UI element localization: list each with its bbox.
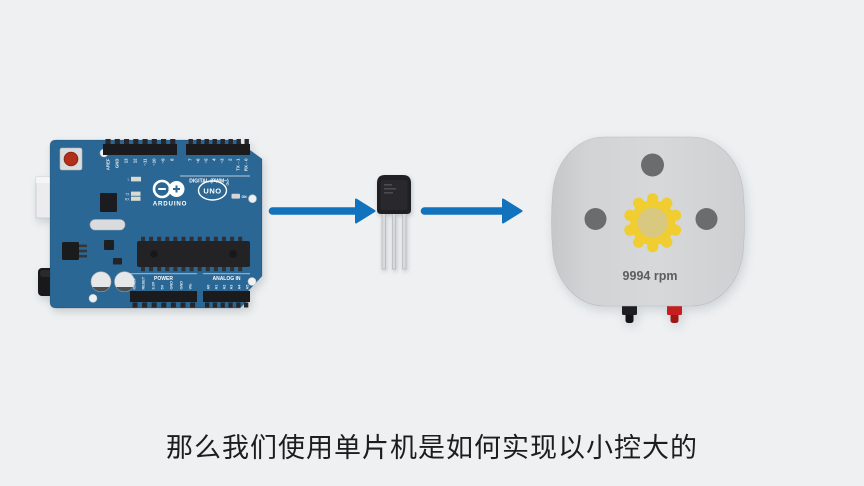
motor-screw — [584, 208, 607, 230]
motor-rpm-label: 9994 rpm — [623, 269, 678, 283]
pin-label: 3.3V — [152, 281, 156, 289]
dc-motor: 9994 rpm — [551, 136, 745, 323]
power-analog-pin-labels: IOREF RESET 3.3V 5V GND GND Vin A0 A1 A2… — [133, 276, 250, 289]
pin-label: A3 — [230, 285, 234, 290]
pin-label: GND — [170, 281, 174, 290]
rx-led-label: RX — [125, 197, 130, 201]
pin-label: ~11 — [143, 158, 148, 166]
pin-label: TX→1 — [236, 158, 241, 171]
uno-badge: UNO — [197, 180, 229, 201]
pin-label: RX←0 — [244, 158, 249, 171]
rx-led — [131, 196, 141, 201]
on-label: ON — [242, 195, 248, 199]
pin-label: A5 — [246, 285, 250, 290]
digital-pin-labels: AREF GND 13 12 ~11 ~10 ~9 8 7 ~6 ~5 4 ~3… — [106, 158, 249, 171]
transistor-leg — [381, 212, 386, 270]
model-label: UNO — [203, 186, 221, 195]
mcu-chip — [137, 236, 250, 272]
pin-label: GND — [115, 159, 120, 169]
pin-label: RESET — [142, 276, 146, 289]
pin-label: 5V — [161, 284, 165, 289]
transistor-legs — [381, 212, 407, 270]
transistor-body — [377, 175, 411, 214]
tiny-chip — [113, 258, 122, 265]
reset-button — [59, 147, 83, 171]
motor-screw — [695, 208, 718, 230]
digital-header-right — [186, 138, 250, 155]
pin-label: AREF — [106, 158, 111, 170]
transistor-leg — [392, 212, 396, 270]
caption-text: 那么我们使用单片机是如何实现以小控大的 — [166, 433, 698, 463]
pin-label: ~9 — [161, 158, 166, 164]
motor-screw — [641, 153, 664, 177]
l-led-label: L — [128, 178, 130, 182]
pin-label: ~6 — [196, 158, 201, 164]
pin-label: ~3 — [220, 158, 225, 164]
pin-label: 13 — [124, 158, 129, 163]
brand-label: ARDUINO — [153, 201, 187, 208]
analog-label: ANALOG IN — [212, 276, 240, 282]
status-leds: L TX RX — [125, 176, 141, 201]
tx-led — [131, 191, 141, 196]
motor-gear — [624, 193, 682, 253]
power-header — [130, 291, 197, 308]
pin-label: A2 — [223, 285, 227, 290]
transistor — [377, 175, 411, 270]
transistor-leg — [402, 212, 407, 270]
pin-label: Vin — [189, 283, 193, 290]
usb-interface-chip — [100, 193, 117, 212]
pin-label: ~10 — [152, 158, 157, 166]
tx-led-label: TX — [125, 192, 130, 196]
capacitor — [114, 271, 135, 292]
analog-header — [203, 291, 250, 308]
pin-label: A0 — [207, 285, 211, 290]
pin-label: GND — [180, 281, 184, 290]
small-chip — [104, 240, 114, 250]
flow-arrow-2 — [420, 198, 523, 224]
pin-label: 4 — [212, 158, 217, 161]
crystal-oscillator — [89, 219, 126, 231]
pin-label: IOREF — [133, 277, 137, 289]
digital-header-left — [103, 138, 177, 155]
on-led: ON — [231, 193, 248, 199]
arduino-logo: ARDUINO — [152, 179, 187, 208]
pin-label: A1 — [215, 285, 219, 290]
capacitor — [90, 271, 112, 292]
pin-label: A4 — [238, 284, 242, 290]
arduino-uno-board: AREF GND 13 12 ~11 ~10 ~9 8 7 ~6 ~5 4 ~3… — [35, 138, 263, 309]
pin-label: 7 — [188, 158, 193, 161]
l-led — [131, 176, 141, 182]
flow-arrow-1 — [268, 198, 376, 224]
pin-label: 12 — [133, 158, 138, 163]
pin-label: 8 — [170, 158, 175, 161]
pin-label: 2 — [228, 158, 233, 161]
pin-label: ~5 — [204, 158, 209, 164]
voltage-regulator — [62, 242, 87, 260]
power-label: POWER — [154, 276, 173, 282]
